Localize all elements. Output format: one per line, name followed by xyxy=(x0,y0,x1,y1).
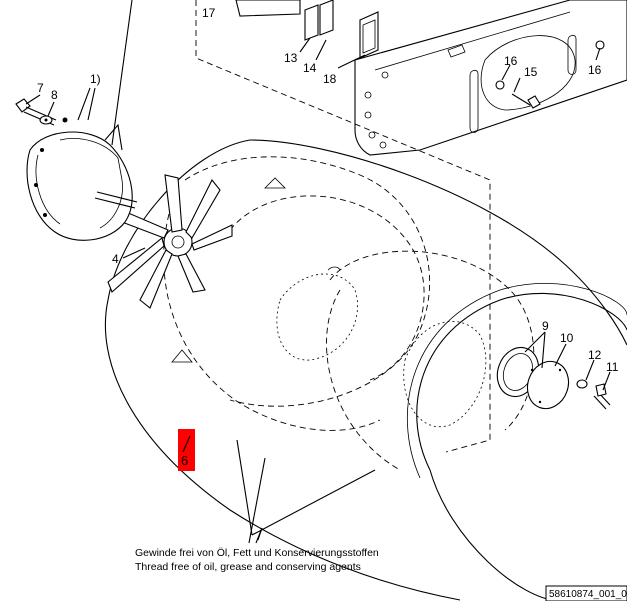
part-labels: 1) 4 7 8 9 10 11 12 13 14 15 16 16 17 18 xyxy=(37,6,619,374)
label-7: 7 xyxy=(37,81,44,95)
hydraulic-motor xyxy=(26,117,138,241)
label-16-center: 16 xyxy=(504,54,518,68)
fan-impeller xyxy=(107,174,233,309)
bolt-and-washer-left xyxy=(15,98,57,126)
label-15: 15 xyxy=(524,65,538,79)
label-1: 1) xyxy=(90,72,101,86)
label-8: 8 xyxy=(51,88,58,102)
label-13: 13 xyxy=(284,51,298,65)
cover-assembly xyxy=(496,346,611,410)
label-14: 14 xyxy=(303,61,317,75)
highlight-part-6[interactable]: 6 xyxy=(178,429,195,471)
label-10: 10 xyxy=(560,331,574,345)
drum-shell xyxy=(104,139,627,601)
frame-plate xyxy=(354,0,627,156)
leader-lines xyxy=(25,0,611,544)
label-6: 6 xyxy=(181,453,188,468)
label-9: 9 xyxy=(542,319,549,333)
shims-and-mount xyxy=(235,0,379,59)
label-18: 18 xyxy=(323,72,337,86)
label-17: 17 xyxy=(202,6,216,20)
label-11: 11 xyxy=(606,360,619,374)
document-id-box: 58610874_001_0 xyxy=(545,585,627,601)
label-16-right: 16 xyxy=(588,63,602,77)
note-german: Gewinde frei von Öl, Fett und Konservier… xyxy=(135,547,379,559)
label-12: 12 xyxy=(588,348,602,362)
note-english: Thread free of oil, grease and conservin… xyxy=(135,561,361,573)
document-id: 58610874_001_0 xyxy=(549,589,627,600)
label-4: 4 xyxy=(112,252,119,266)
